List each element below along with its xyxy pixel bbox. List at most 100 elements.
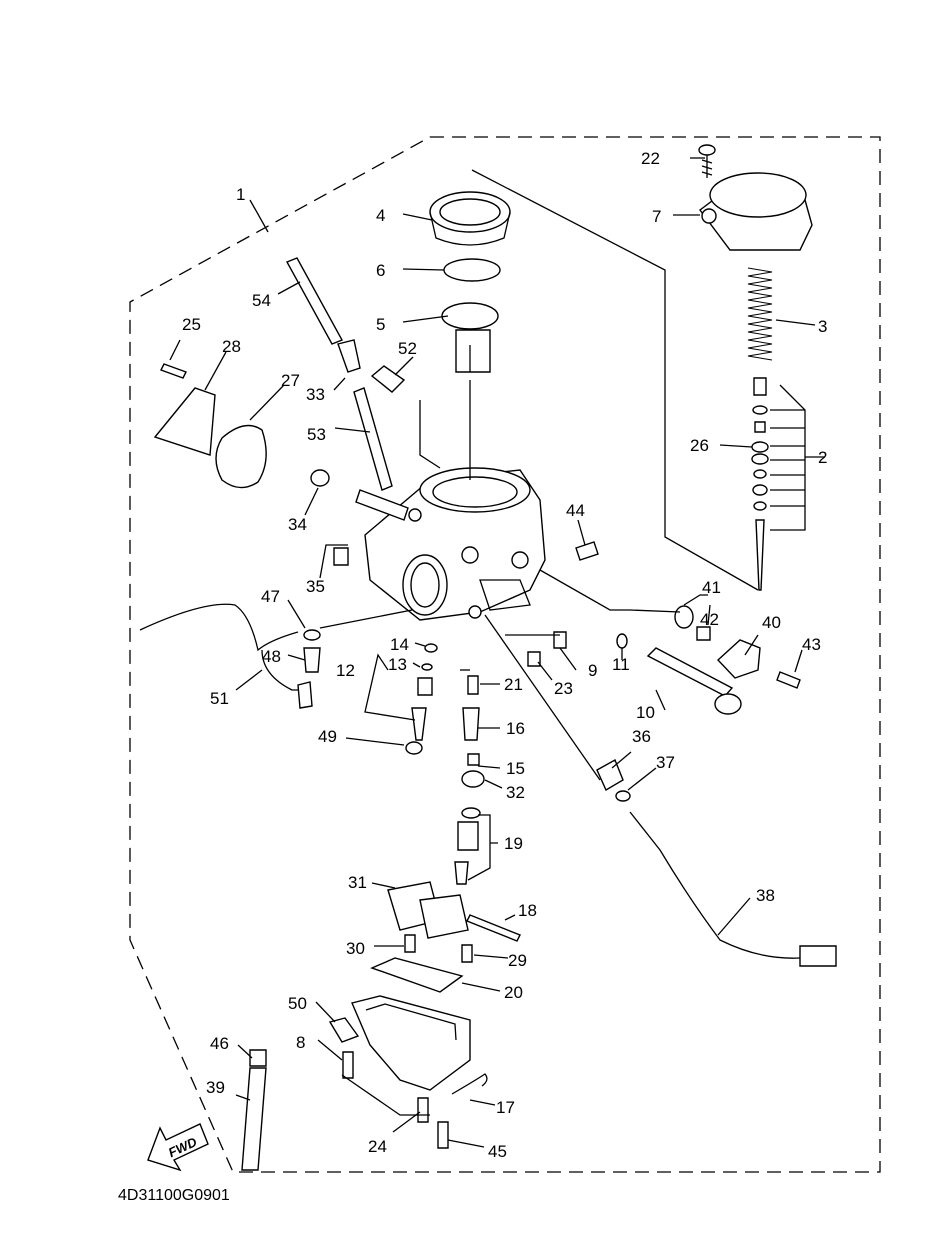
- part-pilot-screw: [411, 707, 427, 741]
- callout-3: 3: [818, 317, 827, 336]
- part-screw-24: [417, 1097, 429, 1123]
- part-screw-45: [437, 1121, 449, 1149]
- callout-11: 11: [612, 655, 630, 674]
- callout-labels: 1 2 3 4 5 6 7 8 9 10 11 12 13 14 15 16 1…: [182, 149, 827, 1161]
- part-needle-valve-19: [454, 861, 469, 885]
- part-screw-25: [160, 363, 187, 379]
- part-lead-51: [261, 649, 300, 691]
- part-screw-22: [698, 144, 716, 178]
- part-fitting-34: [310, 469, 330, 487]
- part-jet-21: [467, 675, 479, 695]
- part-carburetor-body: [364, 467, 546, 621]
- part-jet-15: [467, 753, 480, 766]
- part-o-ring-11: [616, 633, 628, 649]
- callout-18: 18: [518, 901, 537, 920]
- callout-44: 44: [566, 501, 585, 520]
- callout-10: 10: [636, 703, 655, 722]
- callout-5: 5: [376, 315, 385, 334]
- part-valve-seat-19: [457, 821, 479, 851]
- callout-31: 31: [348, 873, 367, 892]
- part-fitting-33: [337, 339, 361, 373]
- part-sensor-48: [303, 647, 321, 673]
- callout-51: 51: [210, 689, 229, 708]
- callout-36: 36: [632, 727, 651, 746]
- callout-47: 47: [261, 587, 280, 606]
- callout-45: 45: [488, 1142, 507, 1161]
- part-washer-37: [615, 790, 631, 802]
- part-pin-18: [466, 914, 521, 942]
- callout-29: 29: [508, 951, 527, 970]
- part-spring-36: [596, 759, 624, 791]
- callout-4: 4: [376, 206, 385, 225]
- part-throttle-cable: [629, 811, 801, 959]
- part-cap-49: [405, 741, 423, 755]
- callout-42: 42: [700, 610, 719, 629]
- callout-27: 27: [281, 371, 300, 390]
- callout-34: 34: [288, 515, 307, 534]
- part-washer-47: [303, 629, 321, 641]
- part-starter-plunger: [646, 647, 734, 697]
- callout-49: 49: [318, 727, 337, 746]
- part-washer-41: [674, 605, 694, 629]
- callout-8: 8: [296, 1033, 305, 1052]
- callout-38: 38: [756, 886, 775, 905]
- callout-30: 30: [346, 939, 365, 958]
- callout-2: 2: [818, 448, 827, 467]
- part-spring-42: [696, 626, 711, 641]
- part-diaphragm-cover: [699, 172, 813, 251]
- callout-16: 16: [506, 719, 525, 738]
- callout-39: 39: [206, 1078, 225, 1097]
- part-wire-47: [139, 603, 299, 652]
- part-plug-35: [333, 547, 349, 566]
- callout-7: 7: [652, 207, 661, 226]
- part-jet-44: [575, 541, 599, 561]
- callout-32: 32: [506, 783, 525, 802]
- callout-33: 33: [306, 385, 325, 404]
- callout-21: 21: [504, 675, 523, 694]
- callout-26: 26: [690, 436, 709, 455]
- part-clip-46: [249, 1049, 267, 1067]
- callout-48: 48: [262, 647, 281, 666]
- callout-50: 50: [288, 994, 307, 1013]
- callout-9: 9: [588, 661, 597, 680]
- part-knob-10: [714, 693, 742, 715]
- part-o-ring-14: [424, 643, 438, 653]
- callout-37: 37: [656, 753, 675, 772]
- callout-22: 22: [641, 149, 660, 168]
- callout-25: 25: [182, 315, 201, 334]
- callout-28: 28: [222, 337, 241, 356]
- part-spring-12: [417, 677, 433, 696]
- callout-24: 24: [368, 1137, 387, 1156]
- callout-52: 52: [398, 339, 417, 358]
- part-plate-28: [153, 387, 216, 456]
- part-gasket-27: [215, 424, 267, 489]
- diagram-code: 4D31100G0901: [118, 1187, 230, 1204]
- callout-6: 6: [376, 261, 385, 280]
- part-connector-51: [297, 681, 313, 709]
- parts-drawing: [139, 144, 837, 1172]
- callout-23: 23: [554, 679, 573, 698]
- part-o-ring: [443, 258, 501, 282]
- callout-20: 20: [504, 983, 523, 1002]
- fwd-arrow-icon: [147, 1123, 209, 1172]
- callout-41: 41: [702, 578, 721, 597]
- callout-12: 12: [336, 661, 355, 680]
- part-float-bowl: [351, 995, 471, 1091]
- callout-43: 43: [802, 635, 821, 654]
- callout-14: 14: [390, 635, 409, 654]
- part-cable-end-38: [799, 945, 837, 967]
- part-holder-32: [461, 770, 485, 788]
- part-needle-set: [751, 377, 769, 591]
- callout-1: 1: [236, 185, 245, 204]
- leader-lines: [169, 157, 825, 1148]
- callout-13: 13: [388, 655, 407, 674]
- callout-54: 54: [252, 291, 271, 310]
- part-screw-30: [404, 934, 416, 953]
- part-screw-23: [527, 651, 541, 667]
- part-throttle-valve: [441, 302, 499, 373]
- callout-46: 46: [210, 1034, 229, 1053]
- callout-15: 15: [506, 759, 525, 778]
- part-screw-8: [342, 1051, 354, 1079]
- callout-53: 53: [307, 425, 326, 444]
